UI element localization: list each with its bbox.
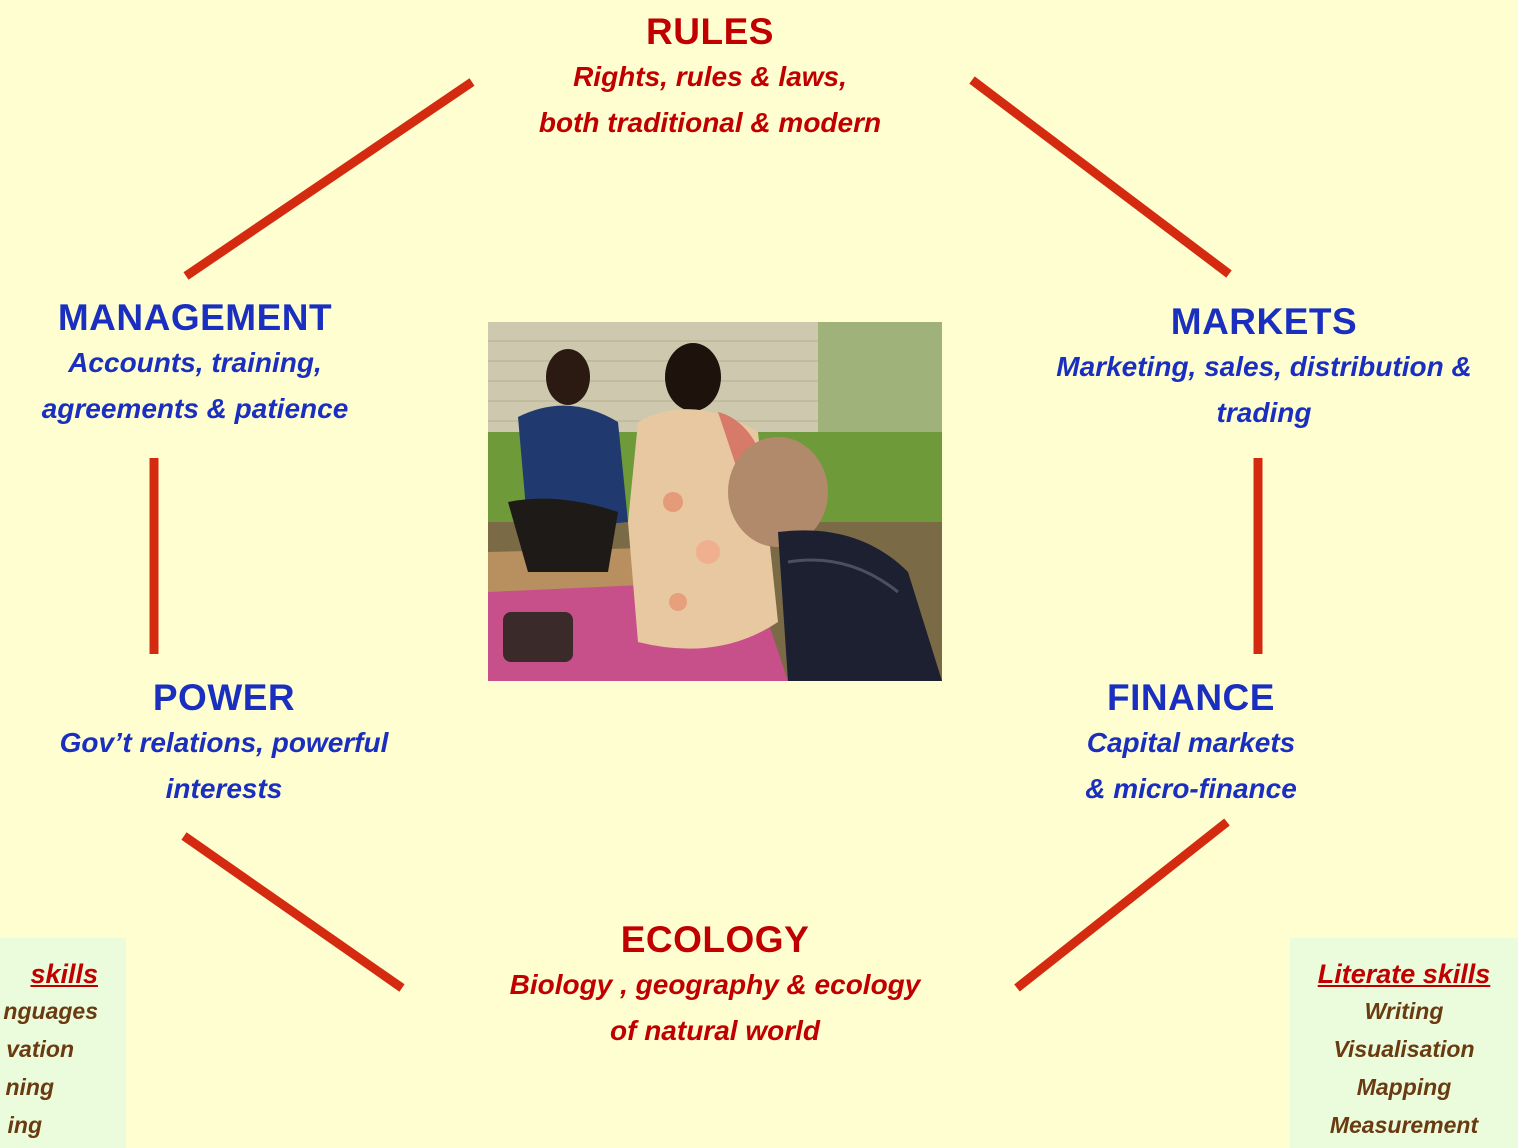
node-finance-line-2: & micro-finance — [1085, 773, 1297, 804]
literate-skills-heading: Literate skills — [1317, 959, 1491, 989]
node-power-title: POWER — [152, 677, 296, 718]
node-power-line-2: interests — [165, 773, 283, 804]
literate-skills-item-1: Writing — [1364, 998, 1444, 1024]
literate-skills-item-4: Measurement — [1329, 1112, 1479, 1138]
connector-finance-ecology — [1014, 818, 1230, 992]
oral-skills-item-3: ning — [5, 1074, 54, 1100]
node-ecology-line-1: Biology , geography & ecology — [509, 969, 921, 1000]
oral-skills-heading: skills — [30, 959, 98, 989]
node-management-line-1: Accounts, training, — [68, 347, 322, 378]
node-markets: MARKETS Marketing, sales, distribution &… — [1010, 300, 1518, 436]
connector-power-ecology — [181, 832, 405, 992]
node-markets-line-2: trading — [1216, 397, 1312, 428]
node-ecology-title: ECOLOGY — [620, 919, 810, 960]
node-rules-title: RULES — [646, 11, 774, 52]
node-management-line-2: agreements & patience — [41, 393, 349, 424]
oral-skills-item-4: ing — [7, 1112, 43, 1138]
node-management: MANAGEMENT Accounts, training, agreement… — [0, 296, 390, 432]
node-rules: RULES Rights, rules & laws, both traditi… — [470, 10, 950, 146]
oral-skills-item-1: nguages — [3, 998, 98, 1024]
node-finance: FINANCE Capital markets & micro-finance — [1010, 676, 1372, 812]
connector-rules-markets — [969, 76, 1232, 278]
group-photo — [488, 322, 942, 681]
group-photo-illustration — [488, 322, 942, 681]
literate-skills-box: Literate skills Writing Visualisation Ma… — [1290, 938, 1518, 1148]
node-finance-line-1: Capital markets — [1086, 727, 1296, 758]
node-finance-title: FINANCE — [1107, 677, 1275, 718]
connector-rules-management — [183, 78, 475, 280]
node-management-title: MANAGEMENT — [57, 297, 333, 338]
node-rules-line-2: both traditional & modern — [538, 107, 882, 138]
node-power-line-1: Gov’t relations, powerful — [59, 727, 389, 758]
literate-skills-item-3: Mapping — [1356, 1074, 1452, 1100]
node-rules-line-1: Rights, rules & laws, — [573, 61, 847, 92]
node-markets-line-1: Marketing, sales, distribution & — [1056, 351, 1472, 382]
node-power: POWER Gov’t relations, powerful interest… — [14, 676, 434, 812]
node-markets-title: MARKETS — [1170, 301, 1358, 342]
node-ecology: ECOLOGY Biology , geography & ecology of… — [450, 918, 980, 1054]
oral-skills-box: skills nguages vation ning ing — [0, 938, 126, 1148]
node-ecology-line-2: of natural world — [610, 1015, 820, 1046]
literate-skills-item-2: Visualisation — [1333, 1036, 1475, 1062]
oral-skills-item-2: vation — [6, 1036, 74, 1062]
